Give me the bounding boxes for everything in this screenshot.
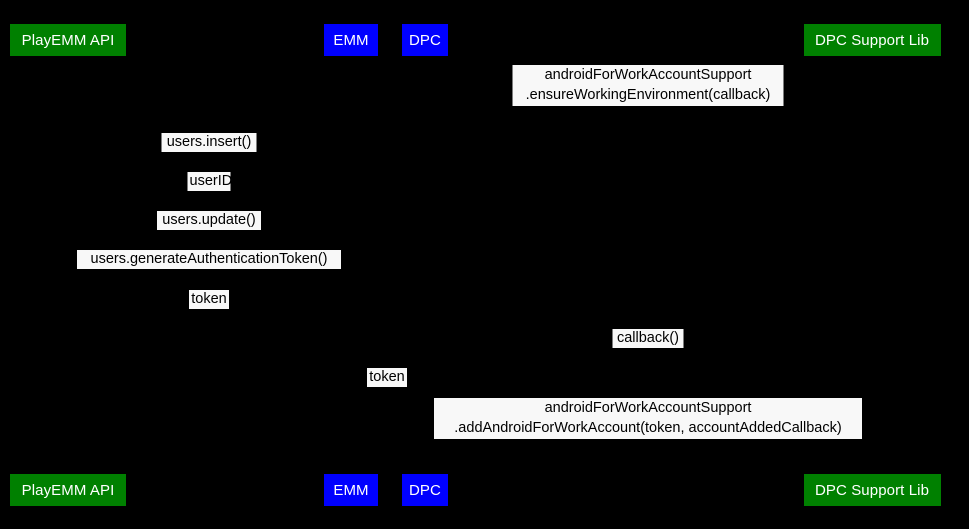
message-label-users-generate-authentication-token[interactable]: users.generateAuthenticationToken() <box>77 250 341 269</box>
participant-label: DPC Support Lib <box>814 481 930 499</box>
participant-footer-emm[interactable]: EMM <box>324 474 378 506</box>
participant-label: EMM <box>333 31 369 49</box>
message-label-line: .addAndroidForWorkAccount(token, account… <box>454 419 842 436</box>
message-label-users-insert[interactable]: users.insert() <box>161 133 257 152</box>
participant-label: EMM <box>333 481 369 499</box>
message-label-line: token <box>369 369 405 385</box>
message-label-add-android-for-work-account[interactable]: androidForWorkAccountSupport .addAndroidF… <box>434 398 862 439</box>
participant-header-emm[interactable]: EMM <box>324 24 378 56</box>
participant-footer-dpc-support-lib[interactable]: DPC Support Lib <box>803 474 941 506</box>
message-label-line: callback() <box>616 330 680 346</box>
message-label-line: users.update() <box>162 212 256 228</box>
participant-header-playemm-api[interactable]: PlayEMM API <box>10 24 126 56</box>
message-label-token-to-emm[interactable]: token <box>189 290 229 309</box>
message-label-line: token <box>191 291 227 307</box>
message-label-line: androidForWorkAccountSupport <box>544 400 752 416</box>
message-label-token-to-dpc[interactable]: token <box>367 368 407 387</box>
message-label-line: userID <box>189 173 233 189</box>
message-label-line: users.generateAuthenticationToken() <box>90 251 328 267</box>
message-label-callback[interactable]: callback() <box>612 329 684 348</box>
message-label-users-update[interactable]: users.update() <box>157 211 261 230</box>
message-label-line: users.insert() <box>166 134 252 150</box>
participant-label: PlayEMM API <box>21 481 115 499</box>
lifeline-dpc <box>425 56 426 474</box>
lifeline-dpc-support-lib <box>872 56 873 474</box>
message-label-user-id[interactable]: userID <box>187 172 233 191</box>
lifeline-playemm-api <box>68 56 69 474</box>
participant-header-dpc[interactable]: DPC <box>402 24 448 56</box>
participant-footer-playemm-api[interactable]: PlayEMM API <box>10 474 126 506</box>
participant-label: DPC Support Lib <box>814 31 930 49</box>
participant-header-dpc-support-lib[interactable]: DPC Support Lib <box>803 24 941 56</box>
message-label-line: .ensureWorkingEnvironment(callback) <box>525 86 771 103</box>
message-label-ensure-working-environment[interactable]: androidForWorkAccountSupport .ensureWorki… <box>512 65 784 106</box>
participant-footer-dpc[interactable]: DPC <box>402 474 448 506</box>
participant-label: DPC <box>409 481 441 499</box>
lifeline-emm <box>351 56 352 474</box>
message-label-line: androidForWorkAccountSupport <box>544 67 752 83</box>
participant-label: PlayEMM API <box>21 31 115 49</box>
participant-label: DPC <box>409 31 441 49</box>
